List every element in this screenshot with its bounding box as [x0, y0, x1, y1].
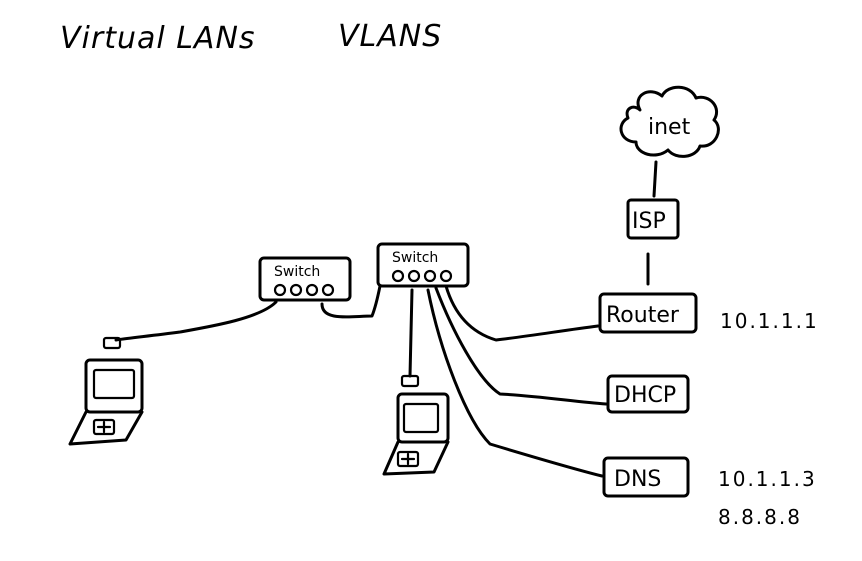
title-virtual-lans: Virtual LANs — [60, 21, 256, 56]
link-switch-pc2 — [408, 288, 414, 378]
router-ip: 10.1.1.1 — [720, 309, 819, 333]
isp-label: ISP — [632, 209, 666, 234]
internet-cloud: inet — [619, 85, 720, 158]
switch-left: Switch — [258, 256, 352, 302]
switch-left-label: Switch — [274, 264, 320, 280]
link-switch-dhcp — [434, 286, 608, 406]
computer-2-plug — [400, 374, 420, 388]
dhcp-box: DHCP — [606, 374, 690, 414]
dns-label: DNS — [614, 467, 661, 492]
link-cloud-isp — [652, 160, 658, 198]
dns-box: DNS — [602, 456, 690, 498]
router-label: Router — [606, 303, 680, 328]
switch-left-ports — [273, 283, 335, 297]
switch-center: Switch — [376, 242, 470, 288]
isp-box: ISP — [626, 198, 680, 240]
dns-ip-2: 8.8.8.8 — [718, 505, 802, 529]
link-switch-router — [444, 284, 600, 342]
switch-center-ports — [391, 269, 453, 283]
router-box: Router — [598, 292, 698, 334]
link-switch-dns — [426, 288, 604, 478]
dhcp-label: DHCP — [614, 383, 676, 408]
cloud-label: inet — [648, 115, 691, 140]
computer-1 — [68, 336, 144, 446]
title-vlans: VLANS — [338, 19, 442, 54]
link-switch-left-center — [320, 284, 382, 319]
computer-1-plug — [102, 336, 122, 350]
dns-ip-1: 10.1.1.3 — [718, 467, 817, 491]
link-switch-pc1 — [114, 300, 278, 342]
computer-2 — [382, 374, 450, 476]
switch-center-label: Switch — [392, 250, 438, 266]
